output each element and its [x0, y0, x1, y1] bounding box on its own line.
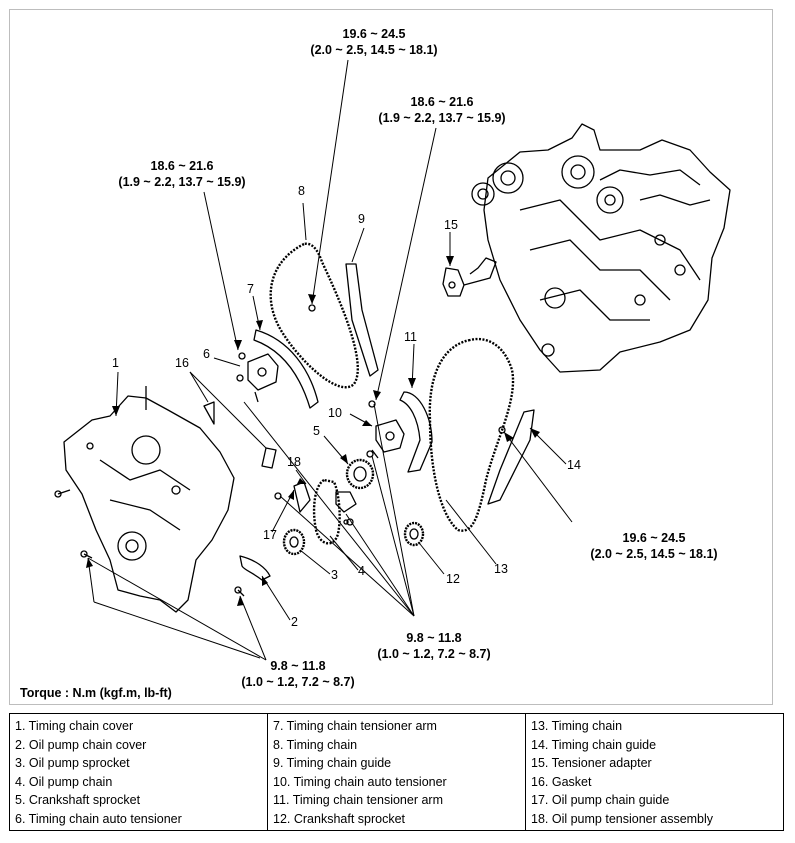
callout-11: 11 [404, 330, 417, 344]
tensioner-adapter-part [442, 257, 497, 297]
engine-block [471, 123, 731, 373]
callout-14: 14 [567, 458, 581, 472]
callout-15: 15 [444, 218, 458, 232]
gasket-piece-a [203, 401, 215, 425]
oil-pump-sprocket [282, 528, 306, 556]
tensioner-arm-7 [253, 329, 319, 409]
legend-item: 17. Oil pump chain guide [531, 793, 670, 807]
callout-5: 5 [313, 424, 320, 438]
tensioner-arm-11 [399, 391, 433, 473]
callout-16: 16 [175, 356, 189, 370]
legend-item: 11. Timing chain tensioner arm [273, 793, 443, 807]
legend-item: 15. Tensioner adapter [531, 756, 652, 770]
auto-tensioner-10 [371, 419, 405, 459]
legend-item: 4. Oil pump chain [15, 774, 113, 789]
legend-column-2: 7. Timing chain tensioner arm 8. Timing … [267, 713, 526, 831]
callout-8: 8 [298, 184, 305, 198]
oil-pump-chain-cover [239, 555, 271, 581]
legend-item: 1. Timing chain cover [15, 719, 134, 733]
callout-13: 13 [494, 562, 508, 576]
legend-item: 14. Timing chain guide [531, 737, 657, 752]
parts-legend-table: 1. Timing chain cover 2. Oil pump chain … [9, 713, 784, 831]
legend-column-1: 1. Timing chain cover 2. Oil pump chain … [9, 713, 268, 831]
exploded-diagram-frame [9, 9, 773, 705]
timing-chain-cover [63, 386, 235, 613]
legend-item: 12. Crankshaft sprocket [273, 811, 406, 826]
callout-6: 6 [203, 347, 210, 361]
legend-item: 3. Oil pump sprocket [15, 756, 130, 770]
oil-pump-chain [312, 478, 341, 545]
legend-item: 16. Gasket [531, 774, 592, 789]
callout-4: 4 [358, 564, 365, 578]
legend-item: 18. Oil pump tensioner assembly [531, 811, 714, 826]
legend-item: 8. Timing chain [273, 737, 358, 752]
callout-1: 1 [112, 356, 119, 370]
torque-unit-note: Torque : N.m (kgf.m, lb-ft) [20, 686, 172, 700]
legend-item: 5. Crankshaft sprocket [15, 793, 141, 807]
legend-item: 6. Timing chain auto tensioner [15, 811, 182, 826]
bolts [54, 304, 376, 597]
callout-12: 12 [446, 572, 460, 586]
callout-2: 2 [291, 615, 298, 629]
callout-7: 7 [247, 282, 254, 296]
callout-3: 3 [331, 568, 338, 582]
auto-tensioner-6 [236, 352, 279, 403]
legend-item: 13. Timing chain [531, 719, 623, 733]
torque-spec-auto-tensioner-6: 18.6 ~ 21.6(1.9 ~ 2.2, 13.7 ~ 15.9) [118, 159, 246, 189]
legend-column-3: 13. Timing chain 14. Timing chain guide … [525, 713, 784, 831]
callout-18: 18 [287, 455, 301, 469]
timing-chain-guide-14 [487, 409, 535, 505]
callout-10: 10 [328, 406, 342, 420]
timing-chain-8 [269, 242, 359, 389]
torque-spec-center-bolts: 9.8 ~ 11.8(1.0 ~ 1.2, 7.2 ~ 8.7) [377, 631, 491, 661]
torque-spec-auto-tensioner-10: 18.6 ~ 21.6(1.9 ~ 2.2, 13.7 ~ 15.9) [378, 95, 506, 125]
legend-item: 9. Timing chain guide [273, 756, 392, 770]
gasket-piece-b [261, 447, 277, 469]
legend-item: 2. Oil pump chain cover [15, 737, 147, 752]
crankshaft-sprocket-12 [403, 521, 425, 547]
oil-pump-tensioner [335, 491, 357, 513]
arrowheads [86, 256, 540, 606]
legend-item: 10. Timing chain auto tensioner [273, 774, 447, 789]
timing-chain-13 [428, 337, 515, 532]
oil-pump-chain-guide [293, 481, 311, 513]
callout-9: 9 [358, 212, 365, 226]
timing-chain-guide-9 [345, 263, 379, 377]
callout-17: 17 [263, 528, 277, 542]
leader-lines [87, 59, 573, 661]
torque-spec-timing-chain-guide-bolt: 19.6 ~ 24.5(2.0 ~ 2.5, 14.5 ~ 18.1) [310, 27, 438, 57]
crankshaft-sprocket-5 [345, 458, 375, 490]
torque-spec-cover-bolts: 9.8 ~ 11.8(1.0 ~ 1.2, 7.2 ~ 8.7) [241, 659, 355, 689]
torque-spec-guide-14: 19.6 ~ 24.5(2.0 ~ 2.5, 14.5 ~ 18.1) [590, 531, 718, 561]
legend-row: 1. Timing chain cover 2. Oil pump chain … [9, 713, 784, 831]
legend-item: 7. Timing chain tensioner arm [273, 719, 437, 733]
